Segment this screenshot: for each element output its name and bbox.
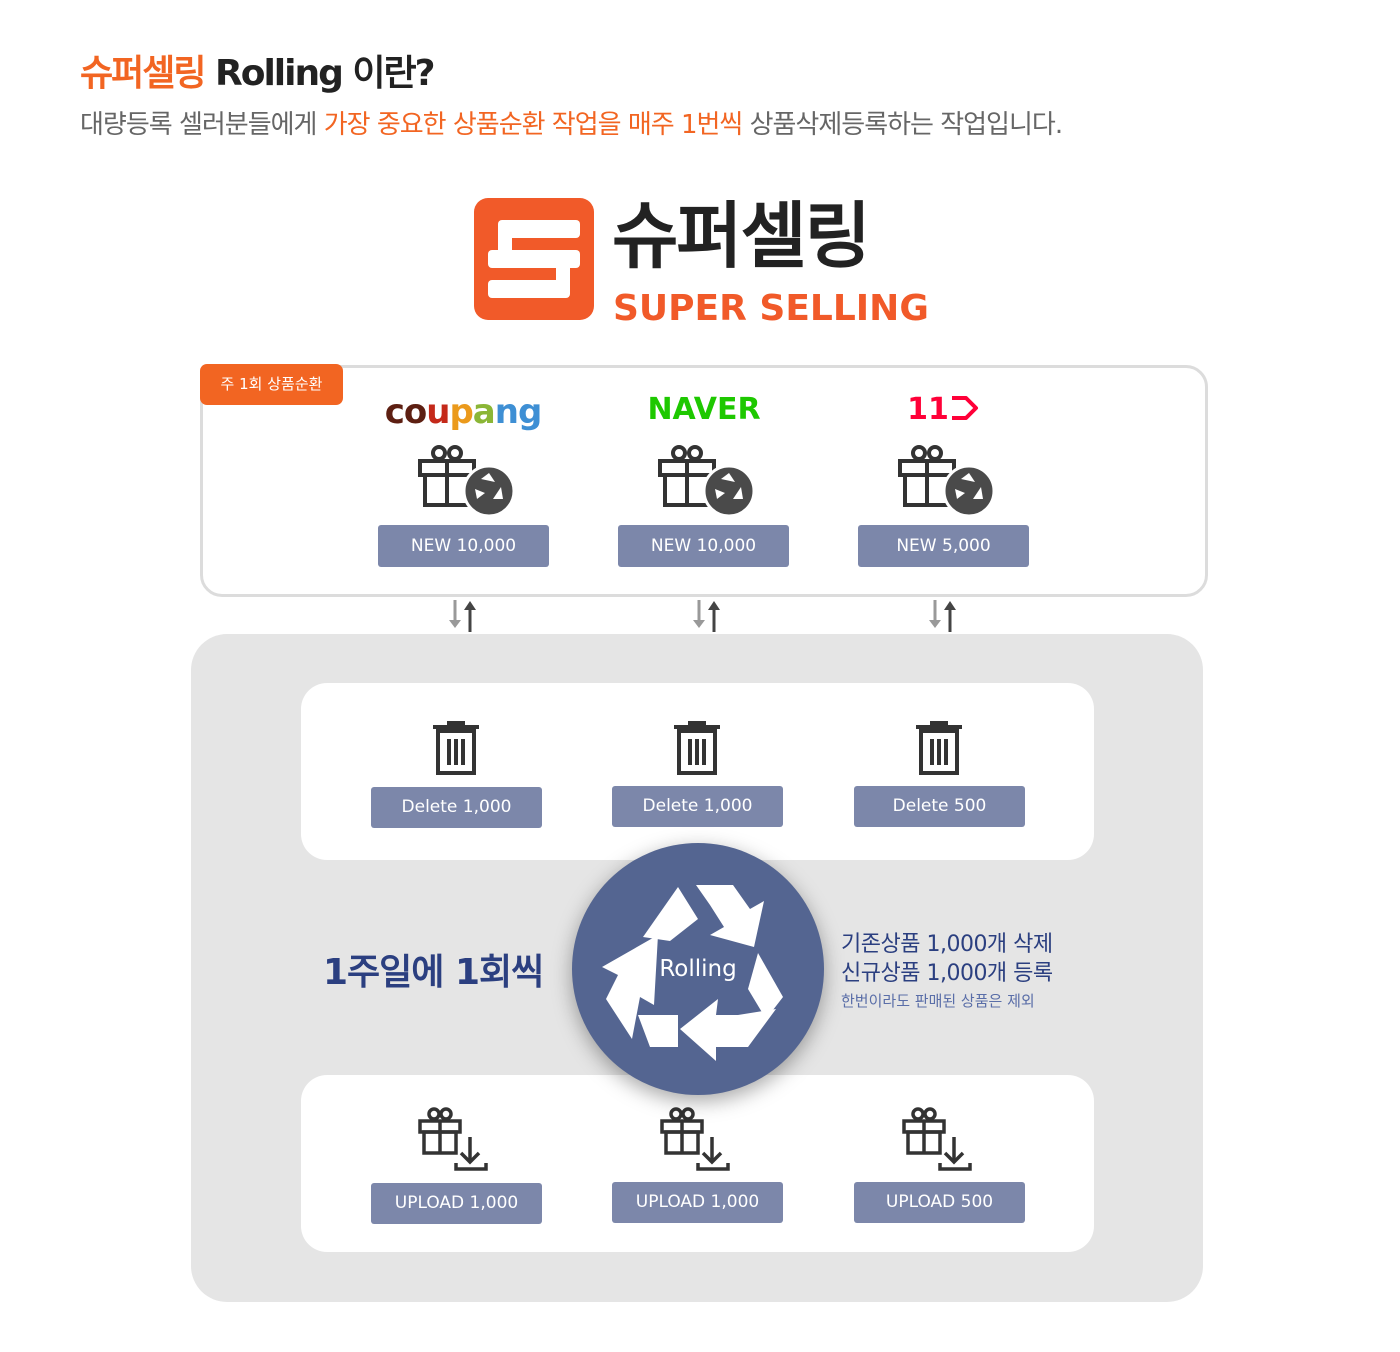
delete-count-pill: Delete 1,000	[371, 787, 542, 828]
title-rest: Rolling 이란?	[204, 53, 436, 94]
upload-count-pill: UPLOAD 1,000	[371, 1183, 542, 1224]
new-count-pill: NEW 10,000	[618, 525, 789, 567]
description-line-2: 신규상품 1,000개 등록	[841, 961, 1053, 986]
weekly-rotation-badge: 주 1회 상품순환	[200, 364, 343, 405]
subtitle-before: 대량등록 셀러분들에게	[80, 110, 324, 140]
gift-recycle-icon	[898, 445, 996, 518]
trash-icon	[433, 721, 479, 775]
gift-download-icon	[660, 1107, 730, 1171]
up-down-arrows-icon	[693, 600, 720, 632]
trash-icon	[916, 721, 962, 775]
description-note: 한번이라도 판매된 상품은 제외	[841, 992, 1035, 1010]
gift-download-icon	[418, 1107, 488, 1171]
super-selling-s-mark-icon	[474, 198, 594, 320]
page-title: 슈퍼셀링 Rolling 이란?	[80, 44, 436, 96]
naver-logo: NAVER	[647, 392, 761, 427]
new-count-pill: NEW 5,000	[858, 525, 1029, 567]
11st-arrow-icon	[951, 396, 978, 420]
description-line-1: 기존상품 1,000개 삭제	[841, 932, 1053, 957]
market-naver: NAVER	[604, 392, 804, 432]
up-down-arrows-icon	[449, 600, 476, 632]
upload-count-pill: UPLOAD 1,000	[612, 1182, 783, 1223]
11st-logo: 11	[843, 392, 1043, 432]
market-coupang: coupang	[363, 392, 563, 432]
rolling-description: 기존상품 1,000개 삭제 신규상품 1,000개 등록 한번이라도 판매된 …	[841, 930, 1053, 1011]
gift-recycle-icon	[658, 445, 756, 518]
coupang-logo: coupang	[384, 392, 543, 432]
subtitle-highlight: 가장 중요한 상품순환 작업을 매주 1번씩	[323, 110, 744, 140]
new-count-pill: NEW 10,000	[378, 525, 549, 567]
rolling-label: Rolling	[659, 956, 737, 982]
upload-count-pill: UPLOAD 500	[854, 1182, 1025, 1223]
super-selling-logo: 슈퍼셀링 SUPER SELLING	[474, 196, 934, 330]
subtitle-after: 상품삭제등록하는 작업입니다.	[742, 110, 1064, 140]
logo-korean-text: 슈퍼셀링	[612, 194, 871, 278]
delete-count-pill: Delete 1,000	[612, 786, 783, 827]
delete-count-pill: Delete 500	[854, 786, 1025, 827]
11st-logo-text: 11	[907, 392, 949, 427]
up-down-arrows-icon	[929, 600, 956, 632]
frequency-label: 1주일에 1회씩	[323, 952, 544, 993]
logo-english-text: SUPER SELLING	[613, 288, 929, 329]
market-11st: 11	[843, 392, 1043, 432]
page-subtitle: 대량등록 셀러분들에게 가장 중요한 상품순환 작업을 매주 1번씩 상품삭제등…	[80, 104, 1064, 141]
rolling-circle: Rolling	[572, 843, 824, 1095]
gift-download-icon	[902, 1107, 972, 1171]
title-highlight: 슈퍼셀링	[80, 53, 206, 94]
trash-icon	[674, 721, 720, 775]
gift-recycle-icon	[418, 445, 516, 518]
recycle-icon	[602, 885, 783, 1061]
